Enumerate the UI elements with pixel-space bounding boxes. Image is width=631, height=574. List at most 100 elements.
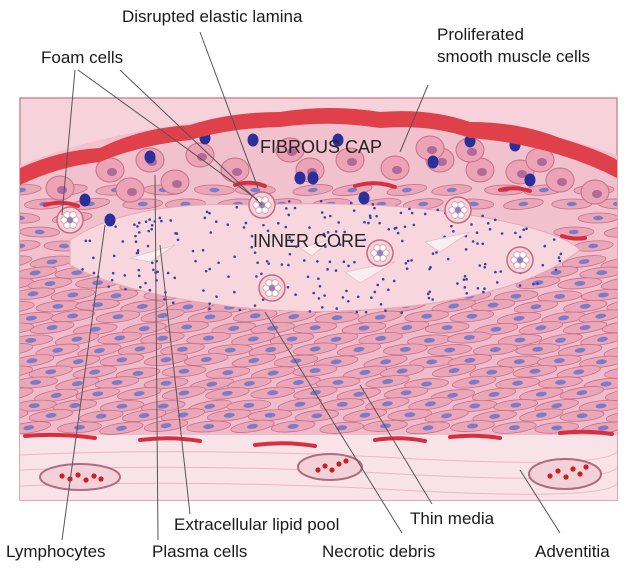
debris-dot bbox=[150, 228, 153, 231]
debris-dot bbox=[148, 218, 151, 221]
blood-vessel bbox=[298, 454, 362, 480]
lymphocyte bbox=[105, 214, 116, 227]
debris-dot bbox=[432, 252, 435, 255]
debris-dot bbox=[113, 255, 116, 258]
lipid-droplet bbox=[70, 222, 76, 228]
label-lymphocytes: Lymphocytes bbox=[6, 542, 106, 561]
debris-dot bbox=[208, 212, 211, 215]
debris-dot bbox=[543, 245, 546, 248]
debris-dot bbox=[137, 249, 140, 252]
debris-dot bbox=[194, 260, 197, 263]
foam-cell bbox=[367, 240, 393, 266]
nucleus bbox=[269, 285, 275, 291]
debris-dot bbox=[285, 207, 288, 210]
nucleus bbox=[6, 280, 17, 286]
lipid-droplet bbox=[458, 212, 464, 218]
debris-dot bbox=[243, 226, 246, 229]
plasma-cell bbox=[546, 168, 574, 192]
foam-cell bbox=[57, 207, 83, 233]
debris-dot bbox=[404, 226, 407, 229]
debris-dot bbox=[353, 209, 356, 212]
debris-dot bbox=[376, 284, 379, 287]
lymphocyte bbox=[525, 174, 536, 187]
debris-dot bbox=[350, 202, 353, 205]
debris-dot bbox=[514, 232, 517, 235]
debris-dot bbox=[135, 240, 138, 243]
nucleus bbox=[618, 324, 630, 330]
debris-dot bbox=[321, 211, 324, 214]
debris-dot bbox=[436, 209, 439, 212]
debris-dot bbox=[494, 219, 497, 222]
nucleus bbox=[7, 304, 18, 310]
debris-dot bbox=[239, 309, 242, 312]
debris-dot bbox=[555, 268, 558, 271]
debris-dot bbox=[476, 231, 479, 234]
nucleus bbox=[621, 391, 631, 397]
debris-dot bbox=[373, 207, 376, 210]
debris-dot bbox=[208, 268, 211, 271]
debris-dot bbox=[111, 279, 114, 282]
nucleus bbox=[392, 166, 402, 174]
debris-dot bbox=[134, 235, 137, 238]
debris-dot bbox=[144, 282, 147, 285]
nucleus bbox=[0, 412, 11, 418]
nucleus bbox=[477, 168, 487, 176]
plasma-cell bbox=[46, 176, 74, 200]
debris-dot bbox=[147, 245, 150, 248]
debris-dot bbox=[121, 240, 124, 243]
debris-dot bbox=[335, 307, 338, 310]
lymphocyte bbox=[80, 194, 91, 207]
lipid-droplet bbox=[262, 197, 268, 203]
debris-dot bbox=[215, 220, 218, 223]
blood-vessel bbox=[40, 464, 120, 490]
nucleus bbox=[517, 257, 523, 263]
debris-dot bbox=[133, 223, 136, 226]
debris-dot bbox=[124, 288, 127, 291]
debris-dot bbox=[478, 264, 481, 267]
debris-dot bbox=[202, 289, 205, 292]
foam-cell bbox=[259, 275, 285, 301]
nucleus bbox=[6, 325, 17, 331]
debris-dot bbox=[342, 296, 345, 299]
nucleus bbox=[172, 180, 182, 188]
debris-dot bbox=[308, 226, 311, 229]
debris-dot bbox=[245, 222, 248, 225]
nucleus bbox=[620, 348, 631, 355]
debris-dot bbox=[378, 222, 381, 225]
debris-dot bbox=[123, 274, 126, 277]
debris-dot bbox=[477, 287, 480, 290]
lymphocyte bbox=[308, 172, 319, 185]
debris-dot bbox=[81, 268, 84, 271]
debris-dot bbox=[522, 228, 525, 231]
debris-dot bbox=[287, 214, 290, 217]
debris-dot bbox=[281, 263, 284, 266]
debris-dot bbox=[254, 304, 257, 307]
debris-dot bbox=[435, 251, 438, 254]
lipid-droplet bbox=[458, 202, 464, 208]
debris-dot bbox=[107, 285, 110, 288]
smooth-muscle-cell bbox=[20, 227, 60, 238]
nucleus bbox=[537, 158, 547, 166]
nucleus bbox=[592, 190, 602, 198]
debris-dot bbox=[288, 200, 291, 203]
nucleus bbox=[377, 250, 383, 256]
label-adventitia: Adventitia bbox=[535, 542, 610, 561]
debris-dot bbox=[482, 291, 485, 294]
debris-dot bbox=[145, 220, 148, 223]
debris-dot bbox=[428, 297, 431, 300]
debris-dot bbox=[450, 225, 453, 228]
debris-dot bbox=[88, 239, 91, 242]
debris-dot bbox=[465, 248, 468, 251]
debris-dot bbox=[337, 221, 340, 224]
debris-dot bbox=[428, 290, 431, 293]
debris-dot bbox=[405, 262, 408, 265]
nucleus bbox=[621, 370, 631, 376]
label-thin-media: Thin media bbox=[410, 509, 495, 528]
debris-dot bbox=[410, 259, 413, 262]
debris-dot bbox=[177, 239, 180, 242]
debris-dot bbox=[496, 281, 499, 284]
debris-dot bbox=[152, 268, 155, 271]
nucleus bbox=[347, 158, 357, 166]
debris-dot bbox=[316, 260, 319, 263]
